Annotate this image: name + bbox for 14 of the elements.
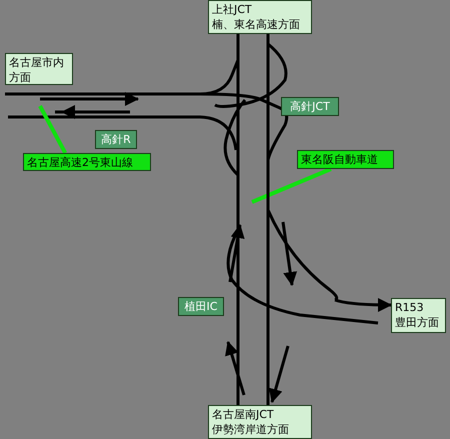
destination-box: 上社JCT 楠、東名高速方面	[208, 0, 312, 34]
callout-box: 名古屋高速2号東山線	[23, 153, 151, 171]
destination-box: 名古屋市内方面	[5, 53, 73, 85]
callout-box: 東名阪自動車道	[297, 150, 394, 169]
arrow	[334, 298, 392, 312]
road	[236, 34, 240, 405]
place-label: 高針R	[95, 130, 137, 149]
destination-box: 名古屋南JCT 伊勢湾岸道方面	[208, 405, 312, 439]
road	[266, 34, 270, 405]
place-label: 高針JCT	[281, 97, 339, 116]
leader-line	[251, 167, 332, 204]
leader-line	[38, 105, 67, 154]
place-label: 植田IC	[178, 297, 224, 316]
destination-box: R153 豊田方面	[391, 298, 446, 333]
